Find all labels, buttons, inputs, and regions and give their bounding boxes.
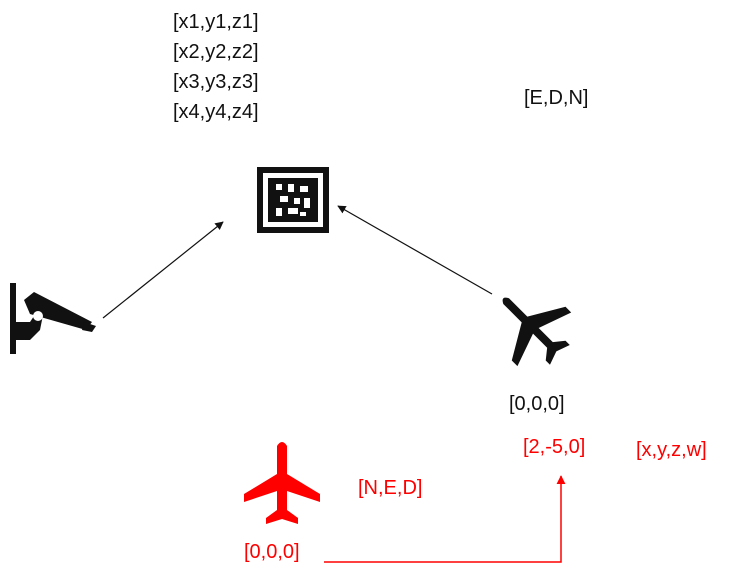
airplane-icon [502,297,572,367]
ned-frame-label: [N,E,D] [358,477,423,499]
airplane-icon [244,442,320,524]
red-drone-origin-label: [0,0,0] [244,541,300,563]
marker-corner-label: [x1,y1,z1] [173,11,259,33]
drone-to-marker-arrow [337,205,493,295]
enu-frame-label: [E,D,N] [524,87,589,109]
marker-corner-list: [x1,y1,z1] [x2,y2,z2] [x3,y3,z3] [x4,y4,… [173,9,259,129]
translation-path-arrow [324,475,566,563]
camera-to-marker-arrow [102,221,224,319]
security-camera-icon [10,283,96,354]
marker-corner-label: [x2,y2,z2] [173,41,259,63]
aruco-marker-icon [257,167,329,233]
red-drone-target-label: [2,-5,0] [523,436,586,458]
marker-corner-label: [x4,y4,z4] [173,101,259,123]
quaternion-label: [x,y,z,w] [636,439,707,461]
black-drone-position-label: [0,0,0] [509,393,565,415]
marker-corner-label: [x3,y3,z3] [173,71,259,93]
